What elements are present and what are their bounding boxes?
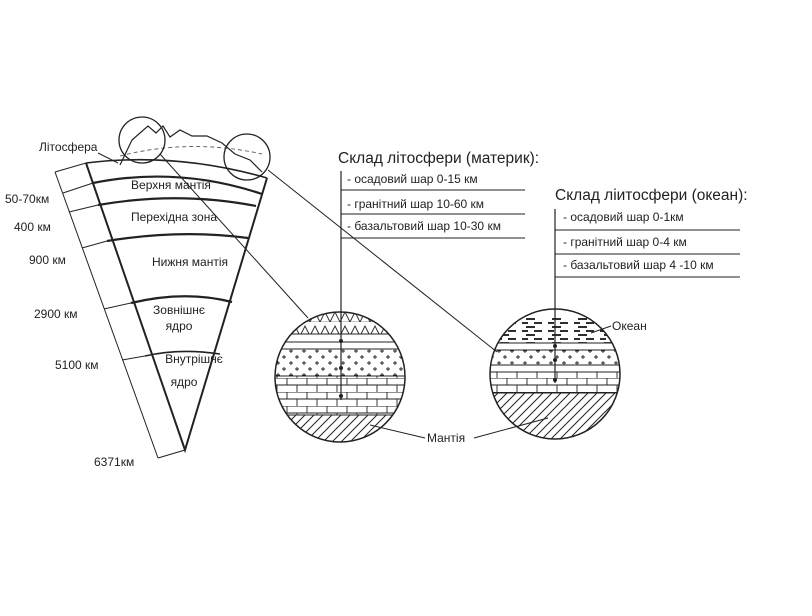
depth-label-5100: 5100 км (55, 358, 99, 372)
depth-label-2900: 2900 км (34, 307, 78, 321)
zoom-connector-lines (159, 153, 498, 353)
boundary-outer-core (144, 350, 221, 357)
ocean-label-leader (590, 325, 612, 334)
oceanic-title: Склад ліитосфери (океан): (555, 187, 748, 204)
depth-label-lithosphere: 50-70км (5, 192, 49, 206)
oceanic-item-basalt: - базальтовий шар 4 -10 км (563, 258, 714, 272)
lithosphere-leader (97, 152, 119, 164)
layer-label-transition-zone: Перехідна зона (131, 210, 217, 224)
layer-label-outer-core-2: ядро (166, 319, 193, 333)
lithosphere-label: Літосфера (39, 140, 98, 154)
continental-granite-layer (275, 349, 405, 376)
depth-scale-ticks (54, 162, 186, 459)
surface-line (85, 158, 268, 179)
mantle-label-leaders (369, 417, 549, 439)
layer-label-inner-core-1: Внутрішнє (165, 352, 223, 366)
continent-magnifier-circle (118, 116, 166, 164)
ocean-label: Океан (612, 319, 647, 333)
continental-item-basalt: - базальтовий шар 10-30 км (347, 219, 501, 233)
mantle-label: Мантія (427, 431, 465, 445)
lithosphere-dashed-arc (119, 145, 263, 157)
depth-label-400: 400 км (14, 220, 51, 234)
oceanic-item-granite: - гранітний шар 0-4 км (563, 235, 687, 249)
ocean-magnifier-circle (223, 133, 271, 181)
oceanic-item-sediment: - осадовий шар 0-1км (563, 210, 684, 224)
continental-item-granite: - гранітний шар 10-60 км (347, 197, 484, 211)
continental-composition: Склад літосфери (материк): - осадовий ша… (338, 150, 539, 239)
layer-label-upper-mantle: Верхня мантія (131, 178, 211, 192)
boundary-lower-mantle (130, 295, 233, 305)
boundary-lithosphere (92, 175, 263, 196)
oceanic-composition: Склад ліитосфери (океан): - осадовий шар… (555, 187, 748, 278)
layer-label-inner-core-2: ядро (171, 375, 198, 389)
continental-crust-circle (274, 171, 406, 443)
layer-label-outer-core-1: Зовнішнє (153, 303, 205, 317)
earth-cross-section: Верхня мантія Перехідна зона Нижня манті… (5, 116, 271, 469)
layer-label-lower-mantle: Нижня мантія (152, 255, 228, 269)
continental-title: Склад літосфери (материк): (338, 150, 539, 167)
continental-item-sediment: - осадовий шар 0-15 км (347, 172, 478, 186)
boundary-transition-zone (106, 233, 249, 243)
continental-sediment-layer (275, 312, 405, 334)
depth-label-900: 900 км (29, 253, 66, 267)
boundary-upper-mantle (97, 197, 257, 208)
surface-relief (119, 125, 263, 173)
depth-scale-line (54, 171, 159, 459)
depth-label-6371: 6371км (94, 455, 134, 469)
